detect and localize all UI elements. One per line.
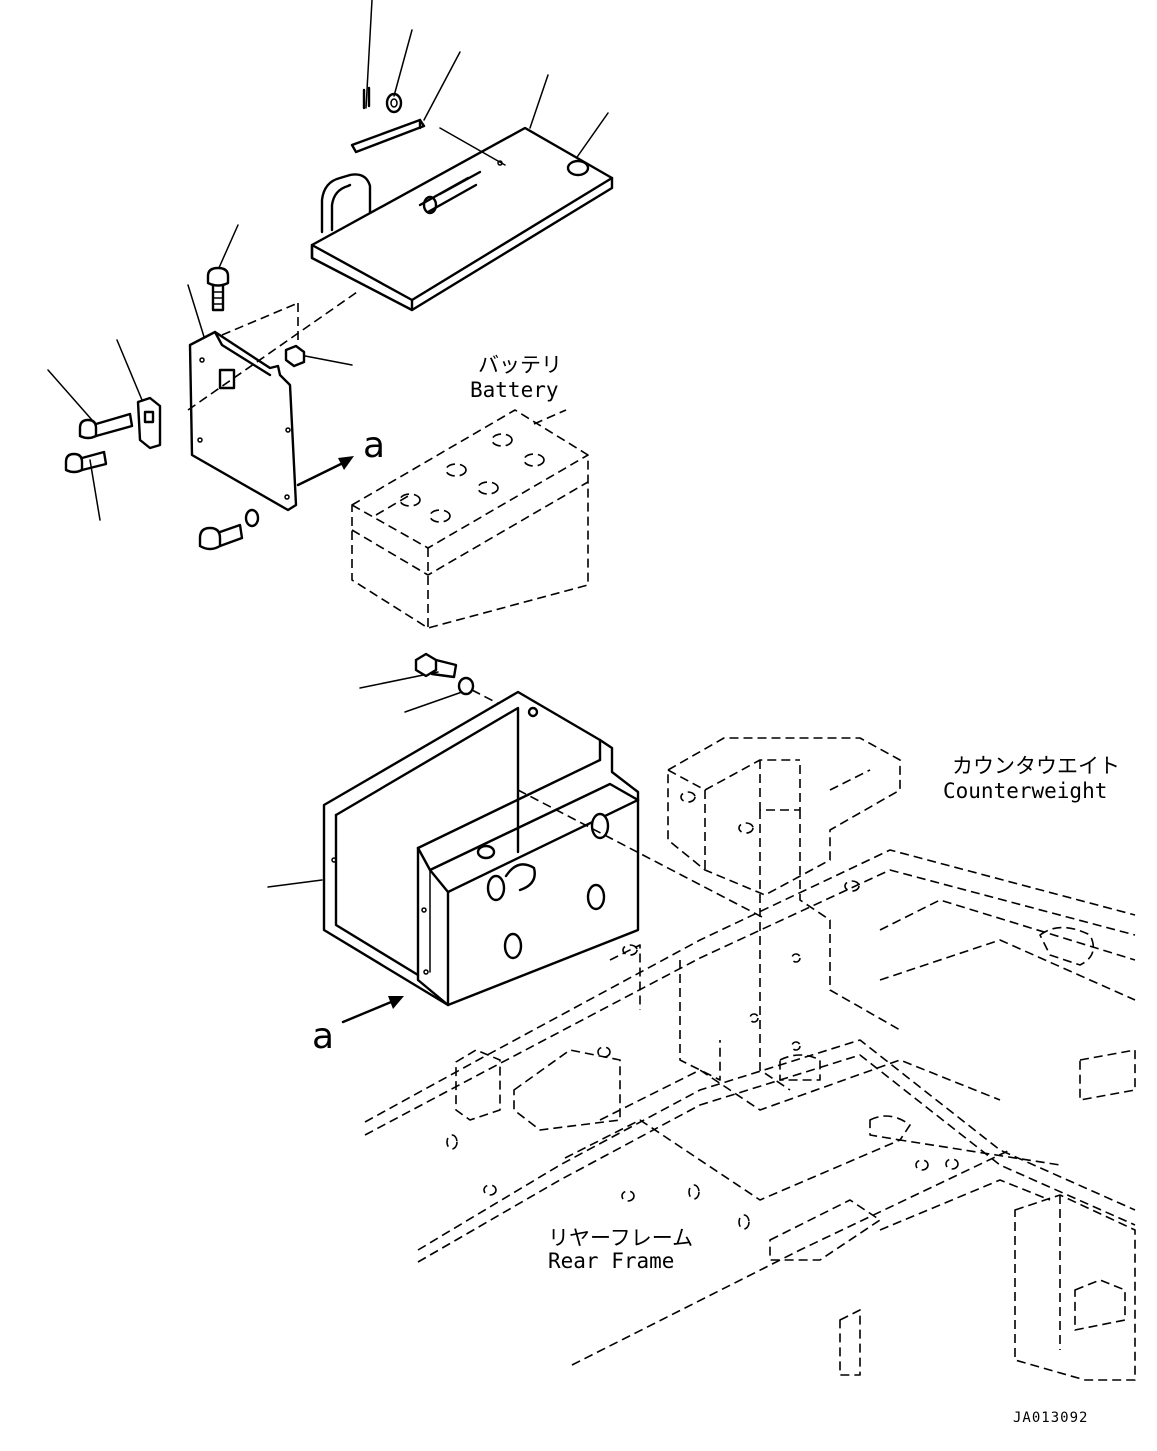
view-arrow-lower <box>341 996 404 1024</box>
counterweight-label-jp: カウンタウエイト <box>952 754 1120 778</box>
rear-frame-label-jp: リヤーフレーム <box>548 1226 693 1250</box>
bolt-lower <box>64 450 108 474</box>
rear-frame <box>364 849 1136 1381</box>
rear-frame-label-en: Rear Frame <box>548 1249 674 1273</box>
leader-lines <box>47 0 609 888</box>
bolt-axis-line <box>187 289 361 411</box>
view-arrow-upper <box>296 456 354 487</box>
washer-top <box>385 92 403 114</box>
bolt-bottom <box>198 508 260 551</box>
view-label-lower: a <box>312 1016 334 1057</box>
counterweight <box>667 737 901 1091</box>
battery-label-en: Battery <box>470 378 559 402</box>
battery-cover <box>310 126 614 312</box>
pin-top <box>362 86 371 110</box>
drawing-code: JA013092 <box>1013 1410 1088 1426</box>
bracket-clip <box>136 396 162 450</box>
view-label-upper: a <box>363 425 385 466</box>
counterweight-label-en: Counterweight <box>943 779 1107 803</box>
hex-nut <box>284 344 306 368</box>
battery <box>351 409 589 629</box>
battery-label-jp: バッテリ <box>478 353 562 377</box>
knob-bolt <box>206 266 230 312</box>
bracket-plate <box>188 302 299 512</box>
hold-down-strap <box>350 118 426 154</box>
bolt-upper <box>78 412 134 440</box>
battery-box <box>322 690 765 1007</box>
